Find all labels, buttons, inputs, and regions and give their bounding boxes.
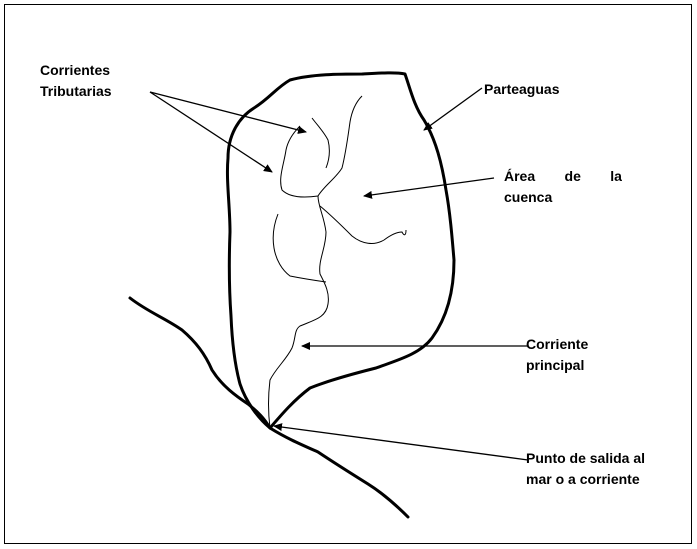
arrow-area	[363, 177, 495, 199]
label-parteaguas-text: Parteaguas	[484, 81, 560, 97]
label-corrientes-tributarias: Corrientes Tributarias	[40, 60, 112, 102]
principal-stream-line	[268, 95, 363, 429]
label-corriente-principal: Corriente principal	[526, 334, 588, 376]
label-area-word2: de	[564, 168, 581, 184]
label-area-line2: cuenca	[504, 189, 553, 205]
main-river-line	[128, 296, 410, 519]
label-tributarias-line1: Corrientes	[40, 62, 111, 78]
arrow-salida	[273, 423, 529, 461]
label-salida-line1: Punto de salida al	[526, 450, 646, 466]
label-principal-line2: principal	[526, 357, 585, 373]
tributary-upper-left-line	[280, 125, 319, 198]
label-area-cuenca: Área de la cuenca	[504, 166, 622, 208]
label-salida-line2: mar o a corriente	[526, 471, 640, 487]
label-area-word3: la	[610, 168, 622, 184]
arrow-parteaguas	[423, 87, 483, 131]
watershed-divide-line	[225, 71, 456, 430]
label-principal-line1: Corriente	[526, 336, 589, 352]
arrow-tributarias-1	[149, 91, 307, 134]
tributary-east-line	[319, 205, 407, 244]
label-area-line1: Área de la	[504, 166, 622, 187]
label-parteaguas: Parteaguas	[484, 79, 559, 100]
label-tributarias-line2: Tributarias	[40, 83, 112, 99]
arrow-tributarias-2	[149, 91, 273, 173]
label-area-word1: Área	[504, 168, 536, 184]
tributary-west-line	[272, 213, 327, 283]
tributary-top-line	[311, 117, 330, 169]
diagram-frame	[4, 4, 692, 544]
label-punto-salida: Punto de salida al mar o a corriente	[526, 448, 645, 490]
